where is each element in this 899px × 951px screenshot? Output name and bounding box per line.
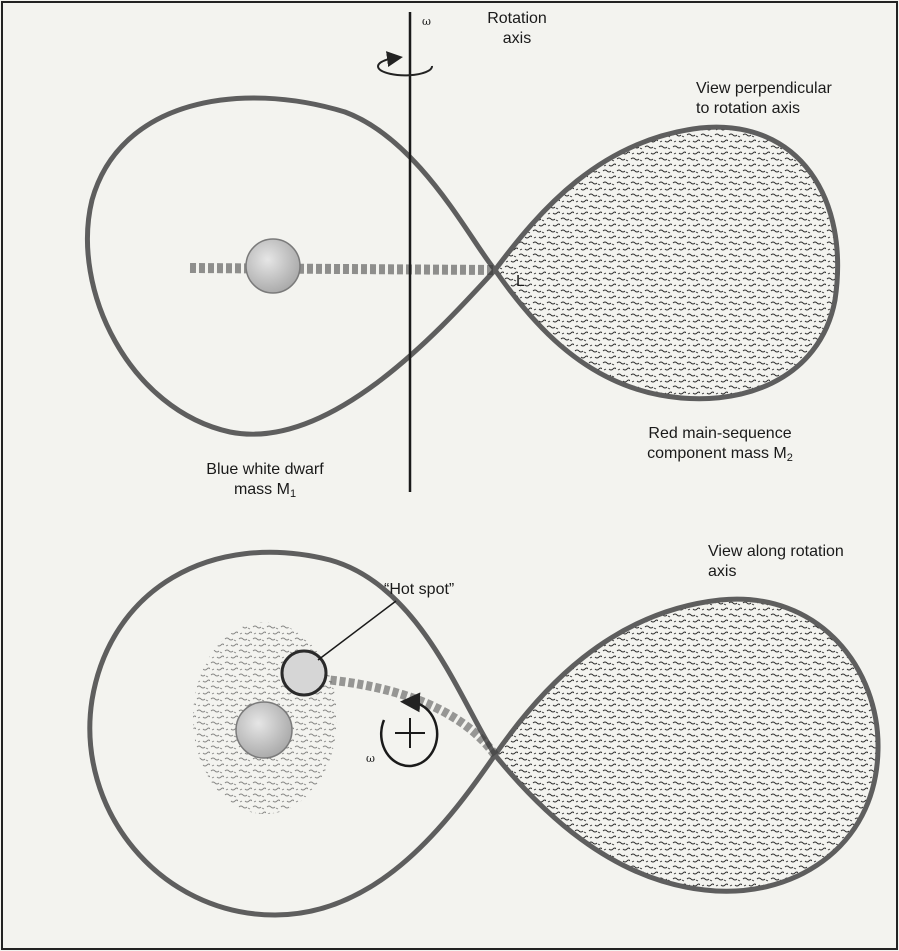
white-dwarf-mass-text: mass M (234, 481, 290, 498)
red-star-mass-text: component mass M (647, 445, 787, 462)
center-of-mass-marker (395, 718, 425, 748)
red-star-label-line1: Red main-sequence (630, 424, 810, 444)
perpendicular-view-label: View perpendicular to rotation axis (696, 79, 832, 119)
top-omega-symbol: ω (422, 12, 431, 32)
rotation-axis-label: Rotation axis (462, 9, 572, 49)
bottom-omega-symbol: ω (366, 749, 375, 769)
bottom-white-dwarf (236, 702, 292, 758)
white-dwarf-label-line1: Blue white dwarf (180, 460, 350, 480)
red-star-label-line2: component mass M2 (630, 444, 810, 468)
lagrange-point-label: L (516, 272, 525, 292)
perpendicular-view-label-line2: to rotation axis (696, 99, 832, 119)
top-white-dwarf (246, 239, 300, 293)
bottom-right-roche-lobe (495, 599, 878, 891)
red-star-mass-subscript: 2 (787, 452, 793, 464)
white-dwarf-label-line2: mass M1 (180, 480, 350, 504)
hot-spot (282, 651, 326, 695)
perpendicular-view-label-line1: View perpendicular (696, 79, 832, 99)
along-axis-view-label-line2: axis (708, 562, 844, 582)
hot-spot-label: “Hot spot” (384, 580, 454, 600)
top-right-roche-lobe (495, 127, 838, 399)
top-mass-stream (190, 268, 495, 270)
white-dwarf-label: Blue white dwarf mass M1 (180, 460, 350, 504)
hot-spot-leader (318, 601, 396, 660)
rotation-arrow (378, 58, 432, 75)
white-dwarf-mass-subscript: 1 (290, 488, 296, 500)
red-star-label: Red main-sequence component mass M2 (630, 424, 810, 468)
along-axis-view-label-line1: View along rotation (708, 542, 844, 562)
bottom-mass-stream (330, 680, 495, 755)
along-axis-view-label: View along rotation axis (708, 542, 844, 582)
rotation-axis-label-line1: Rotation (462, 9, 572, 29)
rotation-axis-label-line2: axis (462, 29, 572, 49)
